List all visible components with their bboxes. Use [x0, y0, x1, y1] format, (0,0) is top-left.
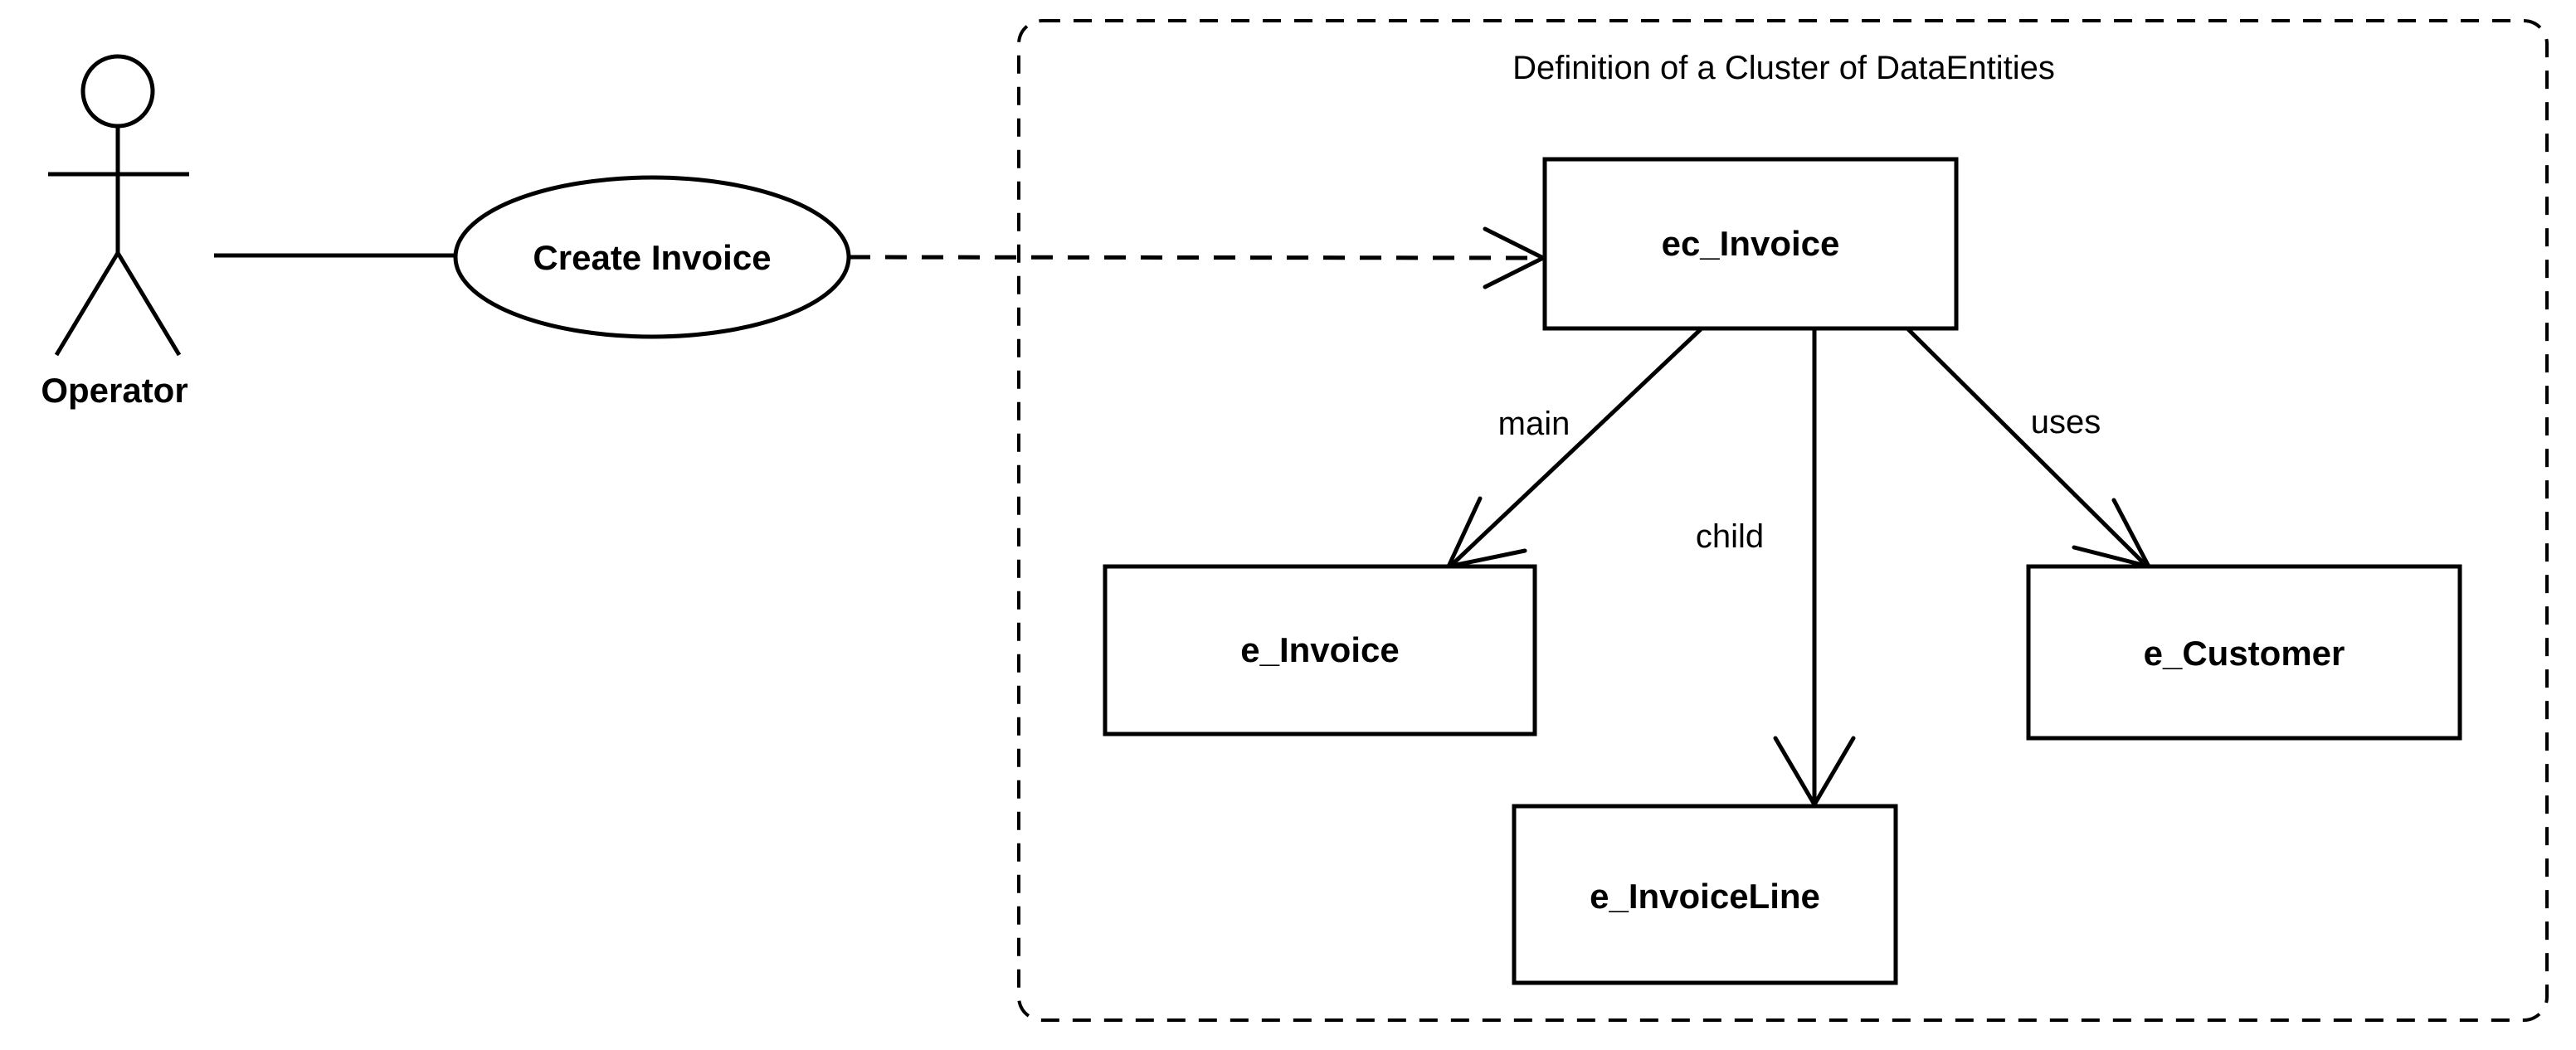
actor-head-icon	[80, 54, 155, 129]
cluster-boundary-title: Definition of a Cluster of DataEntities	[1512, 50, 2055, 86]
cluster-boundary-box	[1017, 19, 2549, 1022]
node-e-invoiceline-label: e_InvoiceLine	[1590, 877, 1820, 916]
node-e-customer-box	[2026, 564, 2462, 741]
node-ec-invoice-box	[1542, 157, 1959, 331]
node-e-invoice: e_Invoice	[1103, 564, 1537, 736]
actor-left-leg-line	[54, 251, 120, 357]
node-ec-invoice-label: ec_Invoice	[1662, 224, 1840, 263]
actor-label: Operator	[41, 371, 187, 410]
node-e-invoiceline: e_InvoiceLine	[1512, 804, 1898, 985]
edge-label-uses: uses	[2031, 404, 2101, 440]
node-e-invoice-box	[1103, 564, 1537, 736]
node-e-customer-label: e_Customer	[2144, 634, 2345, 673]
node-e-invoice-label: e_Invoice	[1240, 630, 1399, 669]
edge-ec-invoice-to-e-customer	[1906, 328, 2149, 568]
use-case-create-invoice: Create Invoice	[453, 175, 851, 339]
actor-right-leg-line	[115, 251, 182, 357]
edge-usecase-to-ec-invoice	[848, 255, 1546, 260]
edge-ec-invoice-to-e-invoice	[1450, 328, 1702, 566]
node-e-invoiceline-box	[1512, 804, 1898, 985]
actor-operator: Operator	[41, 54, 189, 410]
node-e-customer: e_Customer	[2026, 564, 2462, 741]
node-ec-invoice: ec_Invoice	[1542, 157, 1959, 331]
edge-label-child: child	[1696, 518, 1764, 555]
use-case-label: Create Invoice	[533, 238, 771, 277]
edge-label-main: main	[1498, 406, 1570, 442]
